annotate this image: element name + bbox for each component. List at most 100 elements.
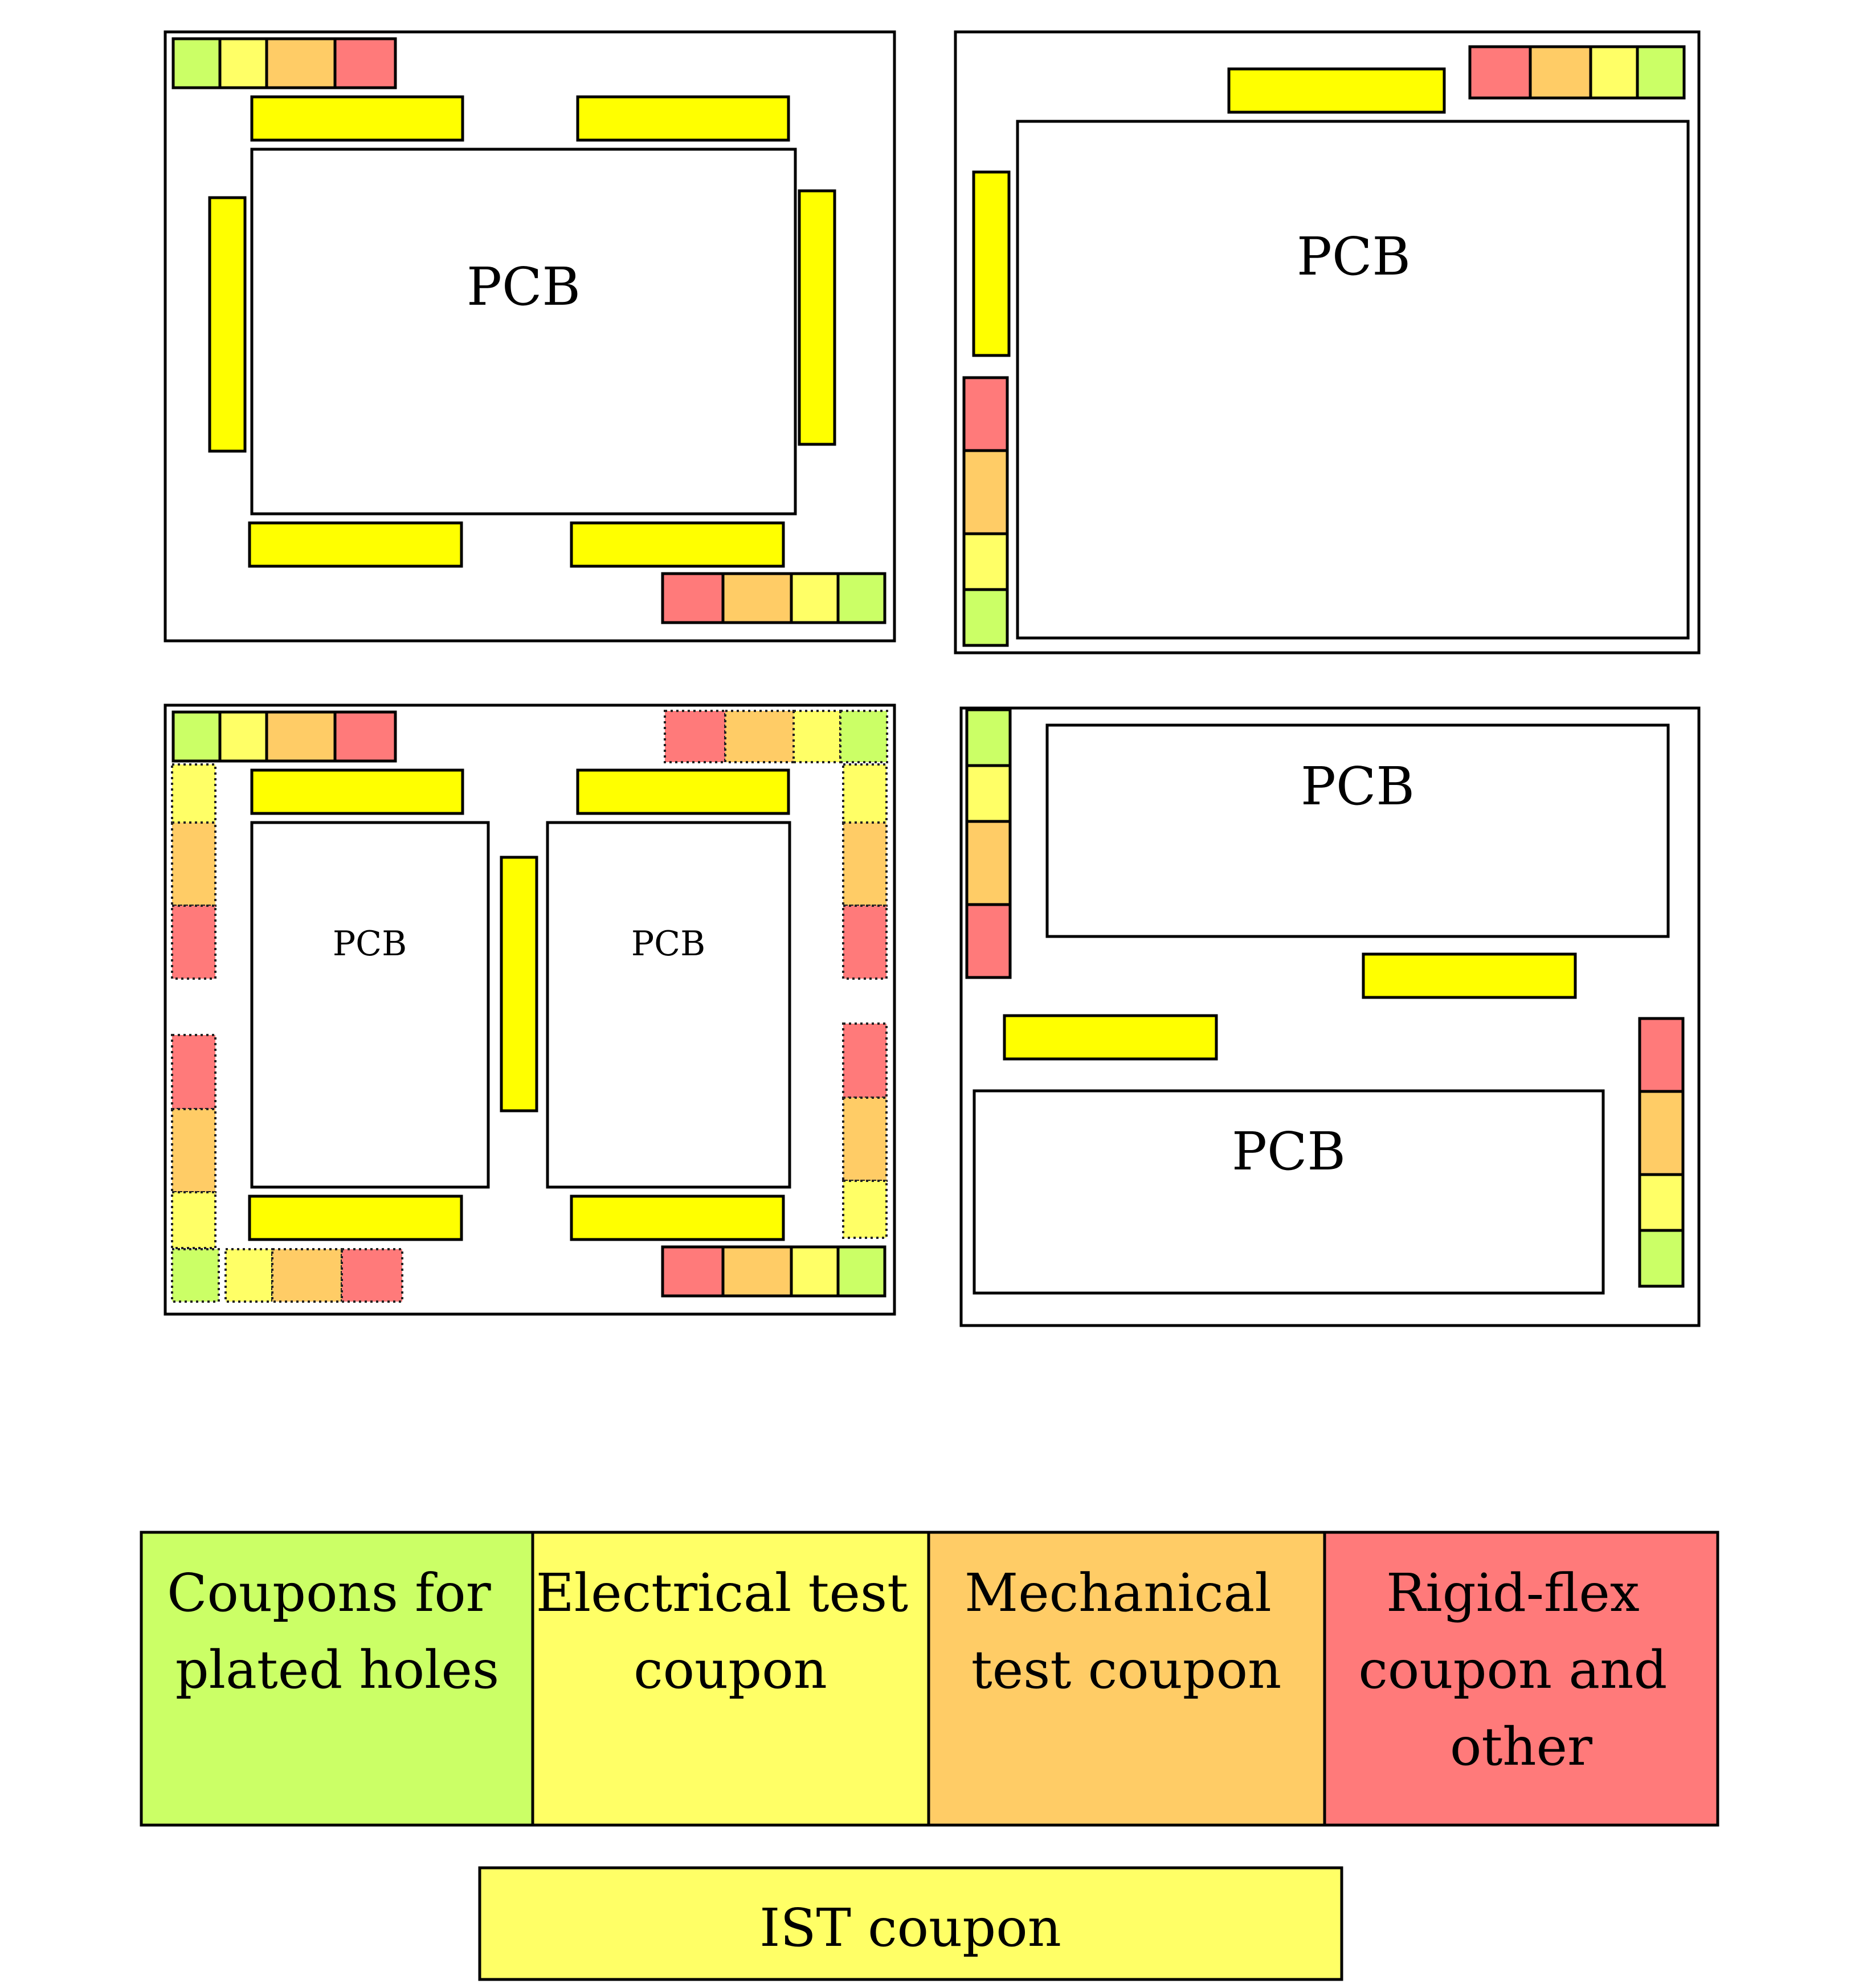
legend-line: Rigid-flex	[1386, 1562, 1640, 1623]
ist-coupon	[972, 170, 1011, 357]
optional-rigid-flex-coupon	[842, 1022, 888, 1099]
mechanical-test-coupon	[965, 820, 1012, 906]
legend-line: test coupon	[971, 1639, 1282, 1700]
panel-3-pcb-left	[250, 821, 490, 1189]
optional-electrical-test-coupon	[171, 763, 216, 824]
ist-coupon	[1362, 952, 1577, 999]
electrical-test-coupon	[218, 710, 268, 763]
optional-plated-holes-coupon	[171, 1248, 220, 1303]
legend-line: Electrical test	[536, 1562, 909, 1623]
rigid-flex-coupon	[661, 572, 725, 624]
ist-coupon	[1227, 67, 1446, 114]
optional-rigid-flex-coupon	[171, 1034, 216, 1110]
optional-mechanical-test-coupon	[271, 1248, 343, 1303]
mechanical-test-coupon	[265, 37, 337, 89]
optional-electrical-test-coupon	[792, 710, 841, 763]
legend-label-ist-coupon: IST coupon	[759, 1897, 1061, 1958]
panel-4-pcb-top-label: PCB	[1301, 756, 1415, 817]
panel-4-pcb-top	[1045, 723, 1670, 938]
panel-1-pcb-label: PCB	[467, 256, 581, 317]
plated-holes-coupon	[965, 708, 1012, 767]
rigid-flex-coupon	[1468, 45, 1532, 100]
legend-label-mechanical-test: Mechanical test coupon	[965, 1562, 1288, 1700]
optional-electrical-test-coupon	[171, 1191, 216, 1249]
electrical-test-coupon	[1589, 45, 1639, 100]
legend-label-rigid-flex: Rigid-flex coupon and other	[1358, 1562, 1684, 1777]
plated-holes-coupon	[171, 37, 222, 89]
panel-1-pcb	[250, 148, 797, 516]
mechanical-test-coupon	[962, 449, 1009, 535]
rigid-flex-coupon	[1638, 1017, 1685, 1093]
plated-holes-coupon	[1636, 45, 1686, 100]
plated-holes-coupon	[1638, 1229, 1685, 1288]
optional-electrical-test-coupon	[842, 1180, 888, 1239]
legend-box-rigid-flex	[1323, 1531, 1719, 1827]
ist-coupon	[570, 521, 785, 568]
legend-line: Coupons for	[167, 1562, 491, 1623]
panel-3-pcb-right	[546, 821, 791, 1189]
optional-mechanical-test-coupon	[171, 1108, 216, 1193]
ist-coupon	[250, 95, 464, 142]
ist-coupon	[576, 768, 790, 815]
panel-3: PCB PCB	[164, 703, 896, 1316]
legend-line: coupon	[634, 1639, 827, 1700]
ist-coupon	[250, 768, 464, 815]
rigid-flex-coupon	[333, 710, 397, 763]
panel-4-pcb-bottom	[973, 1089, 1605, 1295]
rigid-flex-coupon	[661, 1245, 725, 1298]
legend-box-electrical-test	[531, 1531, 930, 1827]
legend-box-plated-holes	[140, 1531, 534, 1827]
optional-mechanical-test-coupon	[171, 821, 216, 907]
legend-line: Mechanical	[965, 1562, 1272, 1623]
legend-line: other	[1450, 1716, 1592, 1777]
legend-label-plated-holes: Coupons for plated holes	[167, 1562, 508, 1700]
ist-coupon	[570, 1195, 785, 1241]
panel-4-pcb-bottom-label: PCB	[1232, 1121, 1346, 1182]
electrical-test-coupon	[1638, 1173, 1685, 1232]
optional-mechanical-test-coupon	[842, 1097, 888, 1182]
optional-mechanical-test-coupon	[724, 710, 795, 763]
legend-line: coupon and	[1358, 1639, 1667, 1700]
electrical-test-coupon	[790, 1245, 840, 1298]
panel-3-pcb-right-label: PCB	[631, 924, 705, 964]
ist-coupon	[248, 521, 463, 568]
panel-4: PCB PCB	[959, 706, 1701, 1327]
mechanical-test-coupon	[721, 572, 793, 624]
plated-holes-coupon	[836, 572, 886, 624]
plated-holes-coupon	[836, 1245, 886, 1298]
plated-holes-coupon	[171, 710, 222, 763]
mechanical-test-coupon	[721, 1245, 793, 1298]
rigid-flex-coupon	[333, 37, 397, 89]
optional-rigid-flex-coupon	[664, 710, 726, 763]
ist-coupon	[208, 196, 247, 453]
legend-box-mechanical-test	[927, 1531, 1326, 1827]
panel-2: PCB	[954, 30, 1701, 655]
ist-coupon	[576, 95, 790, 142]
legend-box-ist-coupon	[478, 1866, 1343, 1981]
mechanical-test-coupon	[1529, 45, 1592, 100]
panel-1: PCB	[164, 30, 896, 643]
mechanical-test-coupon	[1638, 1090, 1685, 1176]
legend-label-electrical-test: Electrical test coupon	[536, 1562, 925, 1700]
optional-electrical-test-coupon	[224, 1248, 273, 1303]
ist-coupon	[798, 189, 836, 446]
electrical-test-coupon	[962, 532, 1009, 591]
legend-line: plated holes	[175, 1639, 499, 1700]
electrical-test-coupon	[218, 37, 268, 89]
optional-electrical-test-coupon	[842, 763, 888, 824]
panel-3-pcb-left-label: PCB	[333, 924, 407, 964]
ist-coupon	[500, 856, 538, 1112]
optional-rigid-flex-coupon	[842, 905, 888, 980]
electrical-test-coupon	[965, 764, 1012, 823]
rigid-flex-coupon	[962, 376, 1009, 452]
panel-2-pcb-label: PCB	[1297, 226, 1411, 287]
rigid-flex-coupon	[965, 903, 1012, 979]
optional-rigid-flex-coupon	[341, 1248, 403, 1303]
optional-rigid-flex-coupon	[171, 905, 216, 980]
ist-coupon	[1003, 1014, 1218, 1061]
optional-plated-holes-coupon	[839, 710, 888, 763]
panel-2-pcb	[1016, 120, 1690, 640]
mechanical-test-coupon	[265, 710, 337, 763]
electrical-test-coupon	[790, 572, 840, 624]
